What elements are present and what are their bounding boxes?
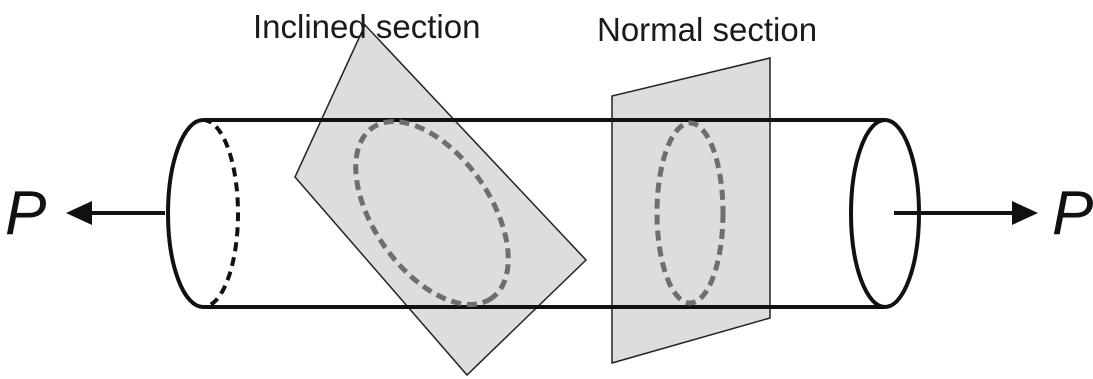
normal-section-outline	[654, 120, 726, 306]
cylinder-left-end-front	[166, 118, 204, 309]
left-force-arrowhead	[66, 201, 92, 225]
right-force-arrowhead	[1012, 201, 1038, 225]
inclined-section-outline	[353, 119, 511, 307]
inclined-section-label: Inclined section	[253, 8, 480, 45]
normal-section-plane	[611, 57, 771, 364]
left-force-label: P	[5, 179, 46, 248]
cylinder-left-end-hidden	[202, 118, 240, 309]
inclined-section-plane	[294, 23, 588, 377]
right-force-label: P	[1052, 179, 1093, 248]
normal-section-label: Normal section	[597, 11, 817, 48]
